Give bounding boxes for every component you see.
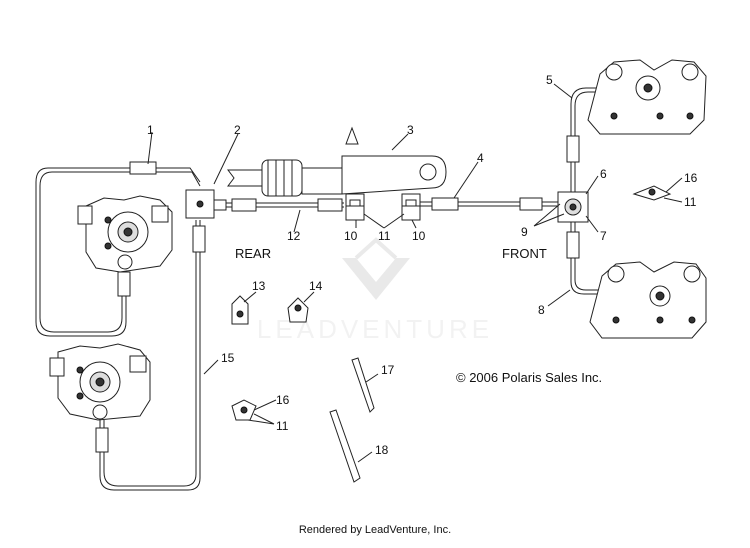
callout-6: 6 [600, 167, 607, 181]
brake-line-5 [570, 87, 636, 192]
brake-line-15 [99, 220, 201, 491]
clip-16-right [632, 185, 672, 201]
rear-label: REAR [235, 246, 271, 261]
callout-9: 9 [521, 225, 528, 239]
brake-line-8 [570, 222, 636, 295]
cable-tie-17 [351, 357, 375, 413]
callout-16-right: 16 [684, 171, 698, 185]
callout-16-left: 16 [276, 393, 290, 407]
front-label: FRONT [502, 246, 547, 261]
clip-16-left [231, 399, 257, 421]
clip-13 [231, 295, 249, 325]
copyright-text: © 2006 Polaris Sales Inc. [456, 370, 602, 385]
master-cylinder [227, 126, 447, 207]
callout-11-right: 11 [684, 195, 697, 209]
callout-2: 2 [234, 123, 241, 137]
callout-10-right: 10 [412, 229, 426, 243]
callout-14: 14 [309, 279, 323, 293]
fitting-10-right [401, 199, 421, 221]
cable-tie-18 [329, 409, 361, 483]
rear-caliper-upper [77, 195, 173, 273]
callout-10-left: 10 [344, 229, 358, 243]
rear-caliper-lower [49, 343, 151, 421]
callout-4: 4 [477, 151, 484, 165]
callout-18: 18 [375, 443, 389, 457]
front-caliper-lower [589, 261, 707, 339]
brake-line-1 [35, 167, 201, 337]
callout-8: 8 [538, 303, 545, 317]
fitting-10-left [345, 199, 365, 221]
callout-17: 17 [381, 363, 395, 377]
callout-7: 7 [600, 229, 607, 243]
callout-3: 3 [407, 123, 414, 137]
callout-13: 13 [252, 279, 266, 293]
front-tee-fitting [557, 191, 589, 223]
clip-14 [287, 297, 309, 323]
callout-11-left: 11 [276, 419, 289, 433]
callout-12: 12 [287, 229, 301, 243]
leader-lines [147, 83, 683, 463]
watermark-logo: LEADVENTURE [257, 237, 489, 344]
callout-1: 1 [147, 123, 154, 137]
footer-credit: Rendered by LeadVenture, Inc. [298, 524, 452, 536]
callout-11-center: 11 [378, 229, 391, 243]
callout-5: 5 [546, 73, 553, 87]
callout-15: 15 [221, 351, 235, 365]
rear-tee-fitting [185, 189, 227, 219]
front-caliper-upper [587, 59, 707, 135]
